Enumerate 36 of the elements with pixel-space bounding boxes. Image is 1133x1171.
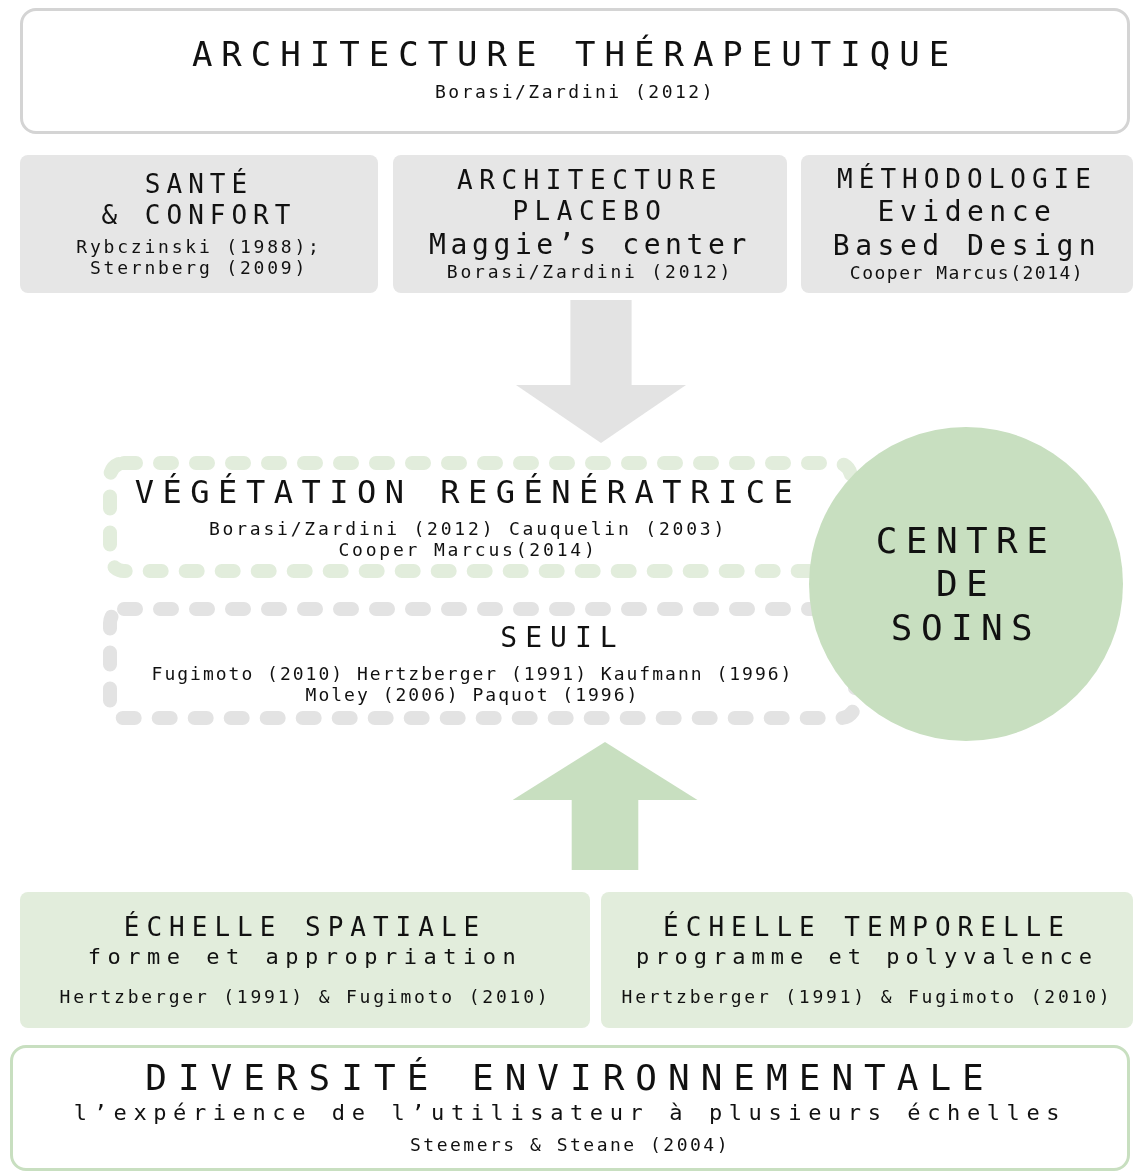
heading: MÉTHODOLOGIE (837, 164, 1097, 196)
reference-text: Fugimoto (2010) Hertzberger (1991) Kaufmann (1996) Moley (2006) Paquot (1996) (150, 662, 795, 706)
heading: SANTÉ (144, 169, 254, 201)
reference-text: Borasi/Zardini (2012) (446, 261, 734, 283)
scale-box (20, 892, 590, 1028)
base-panel (10, 1045, 1130, 1171)
heading: CENTRE DE SOINS (874, 519, 1058, 649)
heading: & CONFORT (101, 200, 297, 232)
heading: ÉCHELLE TEMPORELLE (663, 912, 1071, 944)
topic-box (393, 155, 787, 293)
reference-text: Rybczinski (1988); Sternberg (2009) (75, 235, 323, 279)
topic-box (801, 155, 1133, 293)
arrow (512, 742, 698, 870)
reference-text: Borasi/Zardini (2012) (434, 80, 716, 103)
reference-text: Hertzberger (1991) & Fugimoto (2010) (59, 986, 551, 1008)
heading: ARCHITECTURE THÉRAPEUTIQUE (191, 33, 959, 75)
scale-box (601, 892, 1133, 1028)
subtitle: l’expérience de l’utilisateur à plusieurs échelles (73, 1099, 1067, 1126)
topic-box (20, 155, 378, 293)
subtitle: programme et polyvalence (636, 943, 1098, 970)
reference-text: Steemers & Steane (2004) (409, 1134, 731, 1156)
reference-text: Cooper Marcus(2014) (849, 262, 1085, 284)
subtitle: Maggie’s center (429, 227, 751, 262)
subtitle: Evidence Based Design (831, 195, 1103, 263)
arrow (516, 300, 686, 443)
heading: SEUIL (500, 621, 625, 655)
heading: VÉGÉTATION REGÉNÉRATRICE (134, 473, 802, 512)
heading: ÉCHELLE SPATIALE (123, 912, 487, 944)
title-panel (20, 8, 1130, 134)
subtitle: forme et appropriation (87, 943, 523, 970)
dashed-frame (103, 602, 862, 725)
reference-text: Hertzberger (1991) & Fugimoto (2010) (621, 986, 1113, 1008)
heading: ARCHITECTURE PLACEBO (456, 165, 724, 228)
heading: DIVERSITÉ ENVIRONNEMENTALE (145, 1056, 995, 1100)
dashed-frame (103, 456, 858, 578)
reference-text: Borasi/Zardini (2012) Cauquelin (2003) Cooper Marcus(2014) (207, 517, 729, 561)
